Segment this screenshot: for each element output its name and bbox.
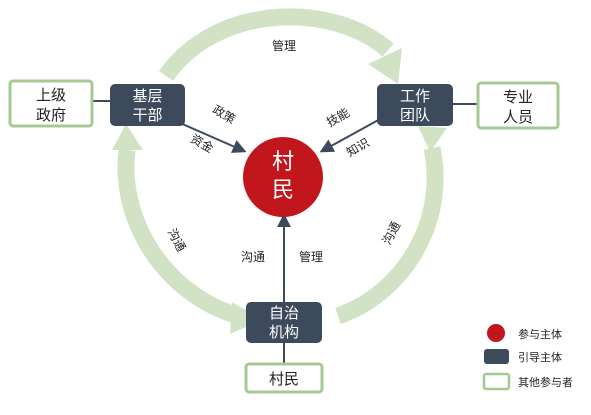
right-cycle-arrowhead xyxy=(418,126,447,152)
specialists-label-line2: 人员 xyxy=(503,108,533,126)
right-cycle-arrow xyxy=(335,146,444,325)
funds-label: 资金 xyxy=(188,131,216,156)
team-to-villagers-arrow xyxy=(319,117,383,153)
legend-green-swatch xyxy=(482,372,511,391)
autonomy-node: 自治 机构 xyxy=(246,302,322,343)
villagers-participant-node: 村民 xyxy=(244,362,324,394)
cadres-label-line1: 基层 xyxy=(132,87,162,105)
knowledge-label: 知识 xyxy=(344,135,372,159)
legend-guide-main: 引导主体 xyxy=(518,350,562,364)
center-label-line2: 民 xyxy=(272,178,294,203)
autonomy-label-line1: 自治 xyxy=(269,304,299,322)
influence-arrows xyxy=(92,100,478,364)
left-arrow-label: 沟通 xyxy=(165,226,189,254)
legend-navy-swatch xyxy=(484,349,509,364)
legend: 参与主体 引导主体 其他参与者 xyxy=(482,324,573,391)
cadres-label-line2: 干部 xyxy=(132,106,162,124)
left-cycle-arrowhead xyxy=(112,124,143,150)
legend-red-swatch xyxy=(487,324,505,342)
specialists-label-line1: 专业 xyxy=(503,88,533,106)
top-cycle-arrowhead xyxy=(368,48,402,84)
top-arrow-label: 管理 xyxy=(272,38,296,53)
government-node: 上级 政府 xyxy=(8,79,94,128)
cadres-node: 基层 干部 xyxy=(110,84,185,126)
cycle-arrows xyxy=(112,8,447,334)
right-arrow-label: 沟通 xyxy=(380,219,404,247)
manage-label: 管理 xyxy=(299,249,323,264)
team-label-line1: 工作 xyxy=(400,87,430,105)
legend-other-participant: 其他参与者 xyxy=(518,375,573,389)
specialists-node: 专业 人员 xyxy=(476,81,560,130)
center-label-line1: 村 xyxy=(272,150,294,175)
policy-label: 政策 xyxy=(210,102,238,126)
skills-label: 技能 xyxy=(324,105,352,129)
villagers-center-node: 村 民 xyxy=(243,137,323,217)
legend-participant-main: 参与主体 xyxy=(518,327,562,341)
team-node: 工作 团队 xyxy=(377,84,453,126)
left-cycle-arrow xyxy=(117,148,249,327)
team-label-line2: 团队 xyxy=(400,106,430,124)
villagers-participant-label: 村民 xyxy=(269,370,299,388)
top-cycle-arrow xyxy=(159,8,394,82)
communicate-label: 沟通 xyxy=(241,250,265,264)
government-label-line1: 上级 xyxy=(36,86,66,104)
government-label-line2: 政府 xyxy=(36,106,66,124)
autonomy-label-line2: 机构 xyxy=(269,323,299,341)
